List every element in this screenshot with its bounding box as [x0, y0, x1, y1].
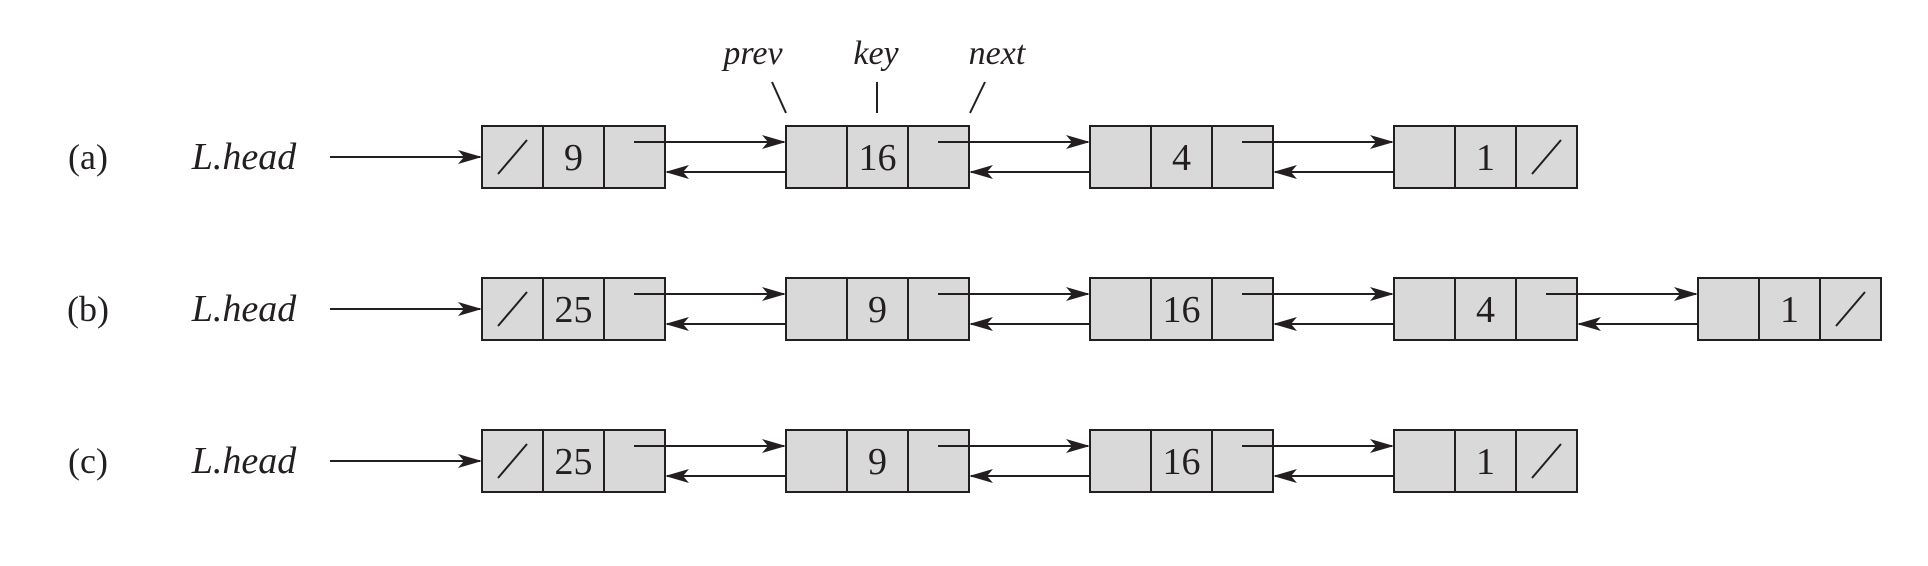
- list-node: 16: [1089, 429, 1426, 493]
- prev-pointer-line: [771, 81, 787, 114]
- node-key: 1: [1476, 137, 1495, 179]
- node-key: 1: [1780, 289, 1799, 331]
- node-key: 9: [868, 289, 887, 331]
- key-cell: [1150, 429, 1213, 493]
- node-key: 16: [1163, 441, 1201, 483]
- list-row: (a) L.head 9 16 4 1: [68, 125, 1578, 189]
- key-annotation: key: [853, 35, 899, 72]
- next-cell: [603, 277, 666, 341]
- head-pointer-label: L.head: [191, 288, 298, 330]
- node-key: 4: [1172, 137, 1191, 179]
- list-node: 1: [1393, 125, 1578, 189]
- next-cell: [1211, 277, 1274, 341]
- next-cell: [907, 429, 970, 493]
- next-cell: [907, 125, 970, 189]
- list-node: 4: [1393, 277, 1730, 341]
- nil-slash-next: [1531, 139, 1562, 175]
- list-node: 25: [481, 277, 818, 341]
- nil-slash-next: [1531, 443, 1562, 479]
- list-node: 25: [481, 429, 818, 493]
- key-cell: [1150, 125, 1213, 189]
- head-pointer-label: L.head: [191, 440, 298, 482]
- key-cell: [1454, 125, 1517, 189]
- prev-cell: [1393, 277, 1456, 341]
- prev-cell: [1393, 429, 1456, 493]
- list-row: (b) L.head 25 9 16 4 1: [67, 277, 1882, 341]
- node-key: 16: [1163, 289, 1201, 331]
- prev-cell: [1393, 125, 1456, 189]
- list-node: 16: [1089, 277, 1426, 341]
- prev-cell: [481, 277, 544, 341]
- prev-annotation: prev: [721, 35, 783, 72]
- node-key: 4: [1476, 289, 1495, 331]
- list-node: 9: [785, 277, 1122, 341]
- next-cell: [1211, 125, 1274, 189]
- list-node: 9: [785, 429, 1122, 493]
- next-cell: [603, 125, 666, 189]
- list-node: 1: [1393, 429, 1578, 493]
- list-node: 16: [785, 125, 1122, 189]
- prev-cell: [785, 277, 848, 341]
- key-cell: [1150, 277, 1213, 341]
- nil-slash-prev: [497, 443, 528, 479]
- list-node: 4: [1089, 125, 1426, 189]
- key-cell: [1454, 429, 1517, 493]
- next-pointer-line: [969, 81, 986, 114]
- node-key: 9: [868, 441, 887, 483]
- list-rows: (a) L.head 9 16 4 1 (b) L.head 25 9 16 4 1 (c) L.head 2…: [67, 125, 1882, 493]
- node-key: 16: [859, 137, 897, 179]
- prev-cell: [785, 429, 848, 493]
- next-cell: [603, 429, 666, 493]
- node-key: 9: [564, 137, 583, 179]
- next-cell: [1515, 277, 1578, 341]
- nil-slash-next: [1835, 291, 1866, 327]
- list-row: (c) L.head 25 9 16 1: [68, 429, 1578, 493]
- head-pointer-label: L.head: [191, 136, 298, 178]
- field-annotations: prev key next: [721, 35, 1027, 114]
- next-annotation: next: [969, 35, 1027, 72]
- next-cell: [907, 277, 970, 341]
- node-key: 25: [555, 441, 593, 483]
- prev-cell: [785, 125, 848, 189]
- prev-cell: [1089, 277, 1152, 341]
- list-node: 9: [481, 125, 818, 189]
- prev-cell: [1697, 277, 1760, 341]
- node-key: 25: [555, 289, 593, 331]
- nil-slash-prev: [497, 291, 528, 327]
- row-label: (a): [68, 137, 108, 177]
- next-cell: [1211, 429, 1274, 493]
- prev-cell: [1089, 125, 1152, 189]
- key-cell: [542, 429, 605, 493]
- nil-slash-prev: [497, 139, 528, 175]
- list-node: 1: [1697, 277, 1882, 341]
- row-label: (c): [68, 441, 108, 481]
- node-key: 1: [1476, 441, 1495, 483]
- prev-cell: [1089, 429, 1152, 493]
- key-cell: [846, 125, 909, 189]
- row-label: (b): [67, 289, 109, 329]
